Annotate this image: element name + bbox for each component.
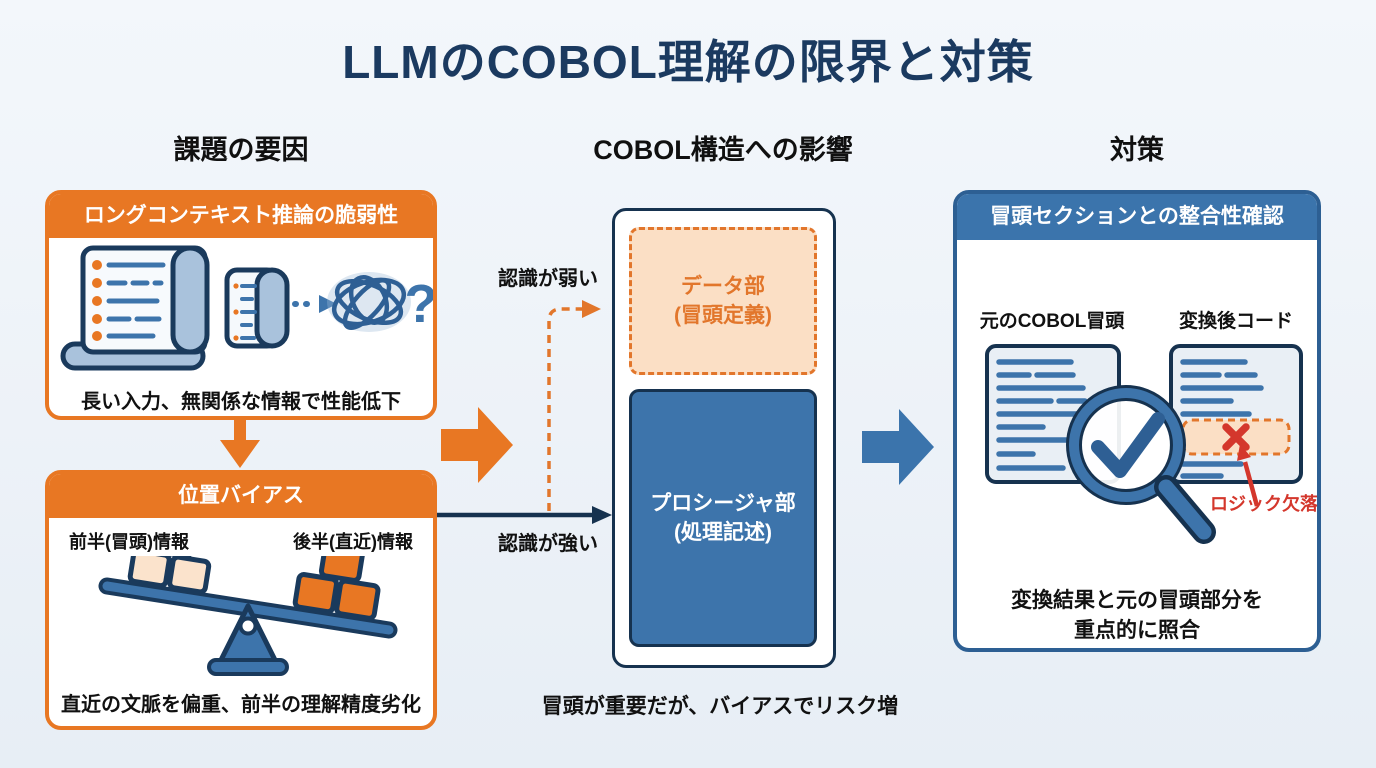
comparison-illustration (985, 344, 1303, 544)
original-cobol-label: 元のCOBOL冒頭 (979, 311, 1125, 332)
data-division-box: データ部 (冒頭定義) (629, 227, 817, 375)
light-blocks-icon (127, 556, 212, 595)
procedure-division-subtitle: (処理記述) (674, 521, 772, 544)
weak-arrow-icon (547, 300, 601, 511)
countermeasure-box-header: 冒頭セクションとの整合性確認 (957, 194, 1317, 240)
long-context-box-header: ロングコンテキスト推論の脆弱性 (49, 194, 433, 238)
strong-recognition-label: 認識が強い (498, 533, 598, 555)
flow-arrow-blue-icon (862, 409, 934, 485)
strong-arrow-icon (437, 506, 612, 524)
countermeasure-caption-line2: 重点的に照合 (1074, 619, 1200, 642)
long-context-illustration: ? (60, 245, 438, 371)
seesaw-icon (98, 556, 398, 676)
countermeasure-caption-line1: 変換結果と元の冒頭部分を (1011, 589, 1263, 612)
long-context-caption: 長い入力、無関係な情報で性能低下 (81, 391, 401, 413)
countermeasure-box: 冒頭セクションとの整合性確認 元のCOBOL冒頭 変換後コード (953, 190, 1321, 652)
tangle-icon (327, 272, 411, 332)
position-bias-caption: 直近の文脈を偏重、前半の理解精度劣化 (61, 694, 421, 716)
checkmark-icon (1091, 412, 1165, 478)
impact-caption: 冒頭が重要だが、バイアスでリスク増 (541, 695, 899, 718)
orange-blocks-icon (292, 556, 381, 621)
magnifier-icon (1066, 385, 1216, 544)
converted-code-label: 変換後コード (1178, 311, 1293, 332)
missing-logic-label: ロジック欠落 (1210, 494, 1318, 514)
position-bias-box-header: 位置バイアス (49, 474, 433, 518)
missing-logic-arrow-icon (1237, 444, 1260, 507)
small-scroll-icon (224, 267, 290, 349)
data-division-title: データ部 (681, 274, 765, 298)
dashed-arrow-icon (292, 295, 337, 313)
flow-arrow-orange-icon (441, 407, 513, 483)
question-mark: ? (405, 274, 438, 334)
data-division-subtitle: (冒頭定義) (674, 304, 772, 327)
weak-recognition-label: 認識が弱い (498, 268, 598, 290)
long-context-box: ロングコンテキスト推論の脆弱性 (45, 190, 437, 420)
converted-document-icon (1169, 344, 1303, 484)
page-title: LLMのCOBOL理解の限界と対策 (342, 36, 1034, 88)
scroll-icon (60, 245, 210, 371)
column-header-countermeasure: 対策 (1110, 135, 1164, 165)
cobol-structure-box: データ部 (冒頭定義) プロシージャ部 (処理記述) (612, 208, 836, 668)
procedure-division-box: プロシージャ部 (処理記述) (629, 389, 817, 647)
front-info-label: 前半(冒頭)情報 (69, 532, 189, 552)
down-arrow-icon (220, 416, 260, 468)
position-bias-box: 位置バイアス 前半(冒頭)情報 後半(直近)情報 直近の文脈を偏重、前半の理解精… (45, 470, 437, 730)
column-header-causes: 課題の要因 (173, 135, 309, 165)
recent-info-label: 後半(直近)情報 (293, 532, 413, 552)
x-mark-icon (1222, 423, 1250, 451)
column-header-impact: COBOL構造への影響 (593, 135, 853, 165)
procedure-division-title: プロシージャ部 (650, 491, 796, 515)
